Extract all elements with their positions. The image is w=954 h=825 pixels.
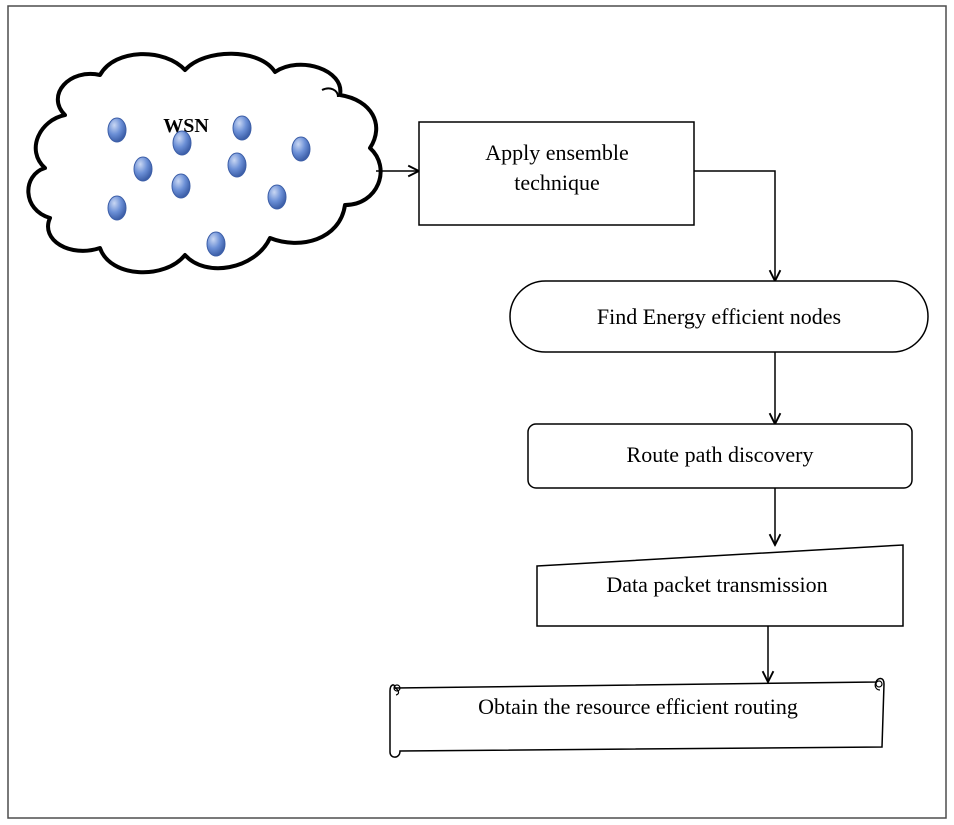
sensor-nodes — [107, 115, 311, 257]
ensemble-label-line1: Apply ensemble — [485, 140, 629, 165]
obtain-scroll — [389, 677, 885, 758]
sensor-node — [107, 195, 127, 221]
sensor-node — [206, 231, 226, 257]
sensor-node — [171, 173, 191, 199]
sensor-node — [232, 115, 252, 141]
route-label: Route path discovery — [627, 442, 814, 467]
arrow-ensemble-to-energy — [694, 170, 775, 281]
energy-terminal — [509, 280, 929, 353]
ensemble-label-line2: technique — [514, 170, 600, 195]
outer-frame — [7, 5, 947, 819]
sensor-node — [291, 136, 311, 162]
sensor-node — [227, 152, 247, 178]
energy-label: Find Energy efficient nodes — [597, 304, 841, 329]
ensemble-box — [418, 121, 695, 226]
sensor-node — [107, 117, 127, 143]
transmission-shape — [536, 544, 904, 627]
sensor-node — [133, 156, 153, 182]
route-box — [527, 423, 913, 489]
transmission-label: Data packet transmission — [606, 572, 827, 597]
cloud-label: WSN — [163, 115, 209, 137]
obtain-label: Obtain the resource efficient routing — [478, 694, 798, 719]
wsn-cloud — [26, 51, 383, 275]
sensor-node — [267, 184, 287, 210]
sensor-node — [172, 130, 192, 156]
